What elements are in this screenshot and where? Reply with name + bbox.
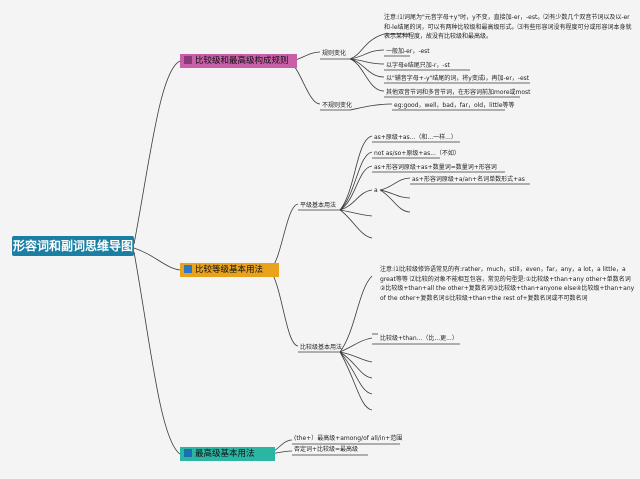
positive-item-3[interactable]: as+形容词原级+as+数量词=数量词+形容词 [374,164,497,171]
superlative-item-1[interactable]: (the+）最高级+among/of all/in+范围 [294,435,403,442]
irregular-example[interactable]: eg:good，well，bad，far，old，little等等 [394,102,515,109]
branch-label: 比较等级基本用法 [195,265,264,275]
superlative-item-2[interactable]: 否定词+比较级=最高级 [294,446,359,453]
node-positive-usage[interactable]: 平级基本用法 [300,202,337,209]
positive-item-4[interactable]: a [374,187,378,194]
positive-item-2[interactable]: not as/so+原级+as...（不如） [374,150,460,157]
rule-item-1[interactable]: 一般加-er，-est [386,48,430,55]
rule-item-4[interactable]: 其他双音节词和多音节词，在形容词前加more或most [386,89,531,96]
positive-sub-item[interactable]: as+形容词原级+a/an+名词单数形式+as [412,176,525,183]
square-icon [184,56,192,64]
square-icon [184,449,192,457]
positive-item-1[interactable]: as+原级+as...（和...一样...） [374,134,457,141]
branch-label: 最高级基本用法 [195,449,255,459]
node-regular-changes[interactable]: 规则变化 [322,50,347,57]
branch-superlative-usage[interactable]: 最高级基本用法 [180,447,275,461]
rule-item-3[interactable]: 以"辅音字母+-y"结尾的词，将y变成i，再加-er，-est [386,75,530,82]
regular-note: 注意:⑴词尾为"元音字母+y"时，y不变，直接加-er，-est。⑵有少数几个双… [384,14,632,40]
branch-label: 比较级和最高级构成规则 [195,56,289,66]
comparative-note: 注意:⑴比较级修饰语常见的有:rather，much，still，even，fa… [380,266,635,302]
branch-formation-rules[interactable]: 比较级和最高级构成规则 [180,54,297,68]
rule-item-2[interactable]: 以字母e结尾只加-r，-st [386,62,450,69]
comparative-item[interactable]: 比较级+than...（比...更...） [380,335,458,342]
node-comparative-degree-usage[interactable]: 比较级基本用法 [300,344,343,351]
root-topic[interactable]: 形容词和副词思维导图 [12,236,134,256]
node-irregular-changes[interactable]: 不规则变化 [322,102,353,109]
branch-comparative-usage[interactable]: 比较等级基本用法 [180,263,279,277]
square-icon [184,265,192,273]
